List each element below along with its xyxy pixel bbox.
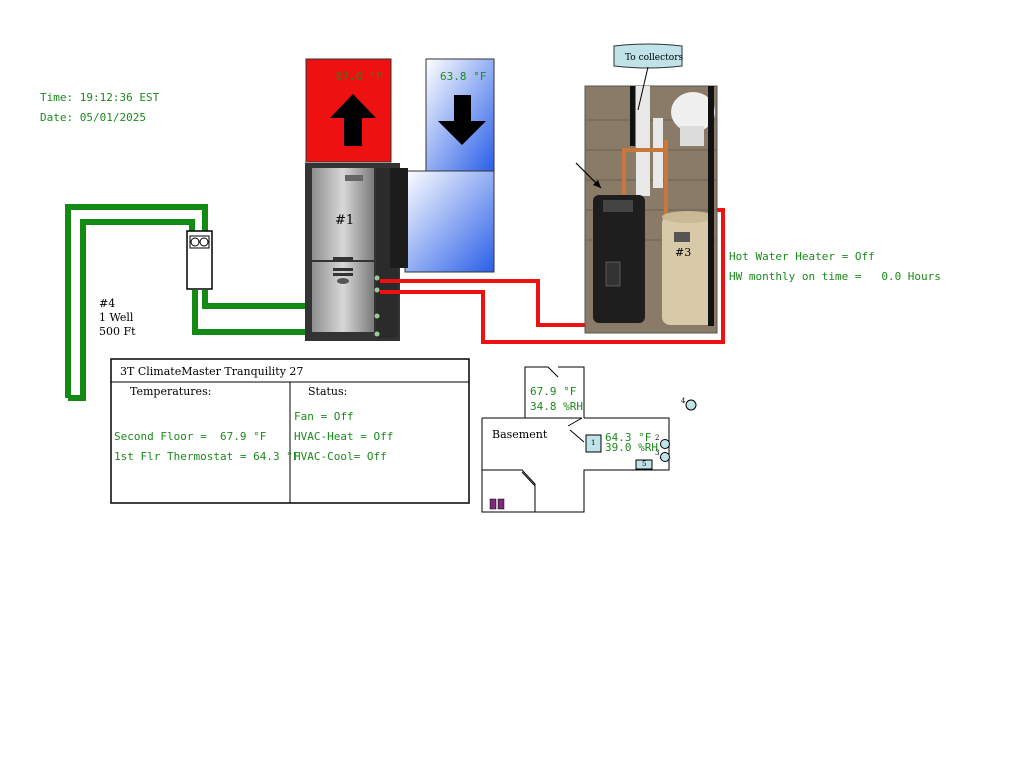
water-heater-photo [575, 85, 718, 334]
well-depth: 500 Ft [99, 325, 136, 338]
return-air-box [404, 58, 495, 273]
collectors-label: To collectors [625, 53, 684, 63]
fan-status: Fan = Off [294, 410, 354, 423]
date-readout: Date: 05/01/2025 [40, 111, 146, 124]
upper-room-rh: 34.8 %RH [530, 400, 583, 413]
well-info: #4 1 Well 500 Ft [99, 297, 136, 339]
hvac-heat-status: HVAC-Heat = Off [294, 430, 394, 443]
hot-water-monthly: HW monthly on time = 0.0 Hours [729, 270, 941, 283]
time-readout: Time: 19:12:36 EST [40, 91, 160, 104]
basement-label: Basement [492, 428, 548, 441]
well-id: #4 [99, 297, 116, 310]
sensor-1-label: 1 [591, 439, 596, 447]
supply-air-box [305, 58, 392, 163]
basement-rh: 39.0 %RH [605, 441, 658, 454]
well-count: 1 Well [99, 311, 134, 324]
heat-pump-cabinet [305, 163, 408, 341]
hot-water-status: Hot Water Heater = Off [729, 250, 875, 263]
sensor-2-label: 2 [655, 434, 660, 442]
sensor-4-label: 4 [681, 397, 686, 405]
collectors-callout [613, 43, 683, 111]
heat-pump-label: #1 [335, 213, 355, 228]
panel-title: 3T ClimateMaster Tranquility 27 [120, 365, 304, 378]
sensor-3-label: 3 [655, 449, 660, 457]
upper-room-temp: 67.9 °F [530, 385, 577, 398]
supply-temp: 67.0 °F [336, 70, 383, 83]
floorplan-sensors [489, 399, 697, 510]
water-heater-label: #3 [675, 246, 692, 259]
return-temp: 63.8 °F [440, 70, 487, 83]
second-floor-temp: Second Floor = 67.9 °F [114, 430, 267, 443]
info-panel-frame [110, 358, 470, 504]
sensor-5-label: 5 [642, 460, 647, 468]
temperatures-heading: Temperatures: [130, 385, 212, 398]
floorplan [481, 366, 670, 513]
basement-temp: 64.3 °F [605, 431, 652, 444]
hvac-cool-status: HVAC-Cool= Off [294, 450, 387, 463]
first-floor-temp: 1st Flr Thermostat = 64.3 °F [114, 450, 300, 463]
status-heading: Status: [308, 385, 348, 398]
flow-center [186, 230, 213, 290]
